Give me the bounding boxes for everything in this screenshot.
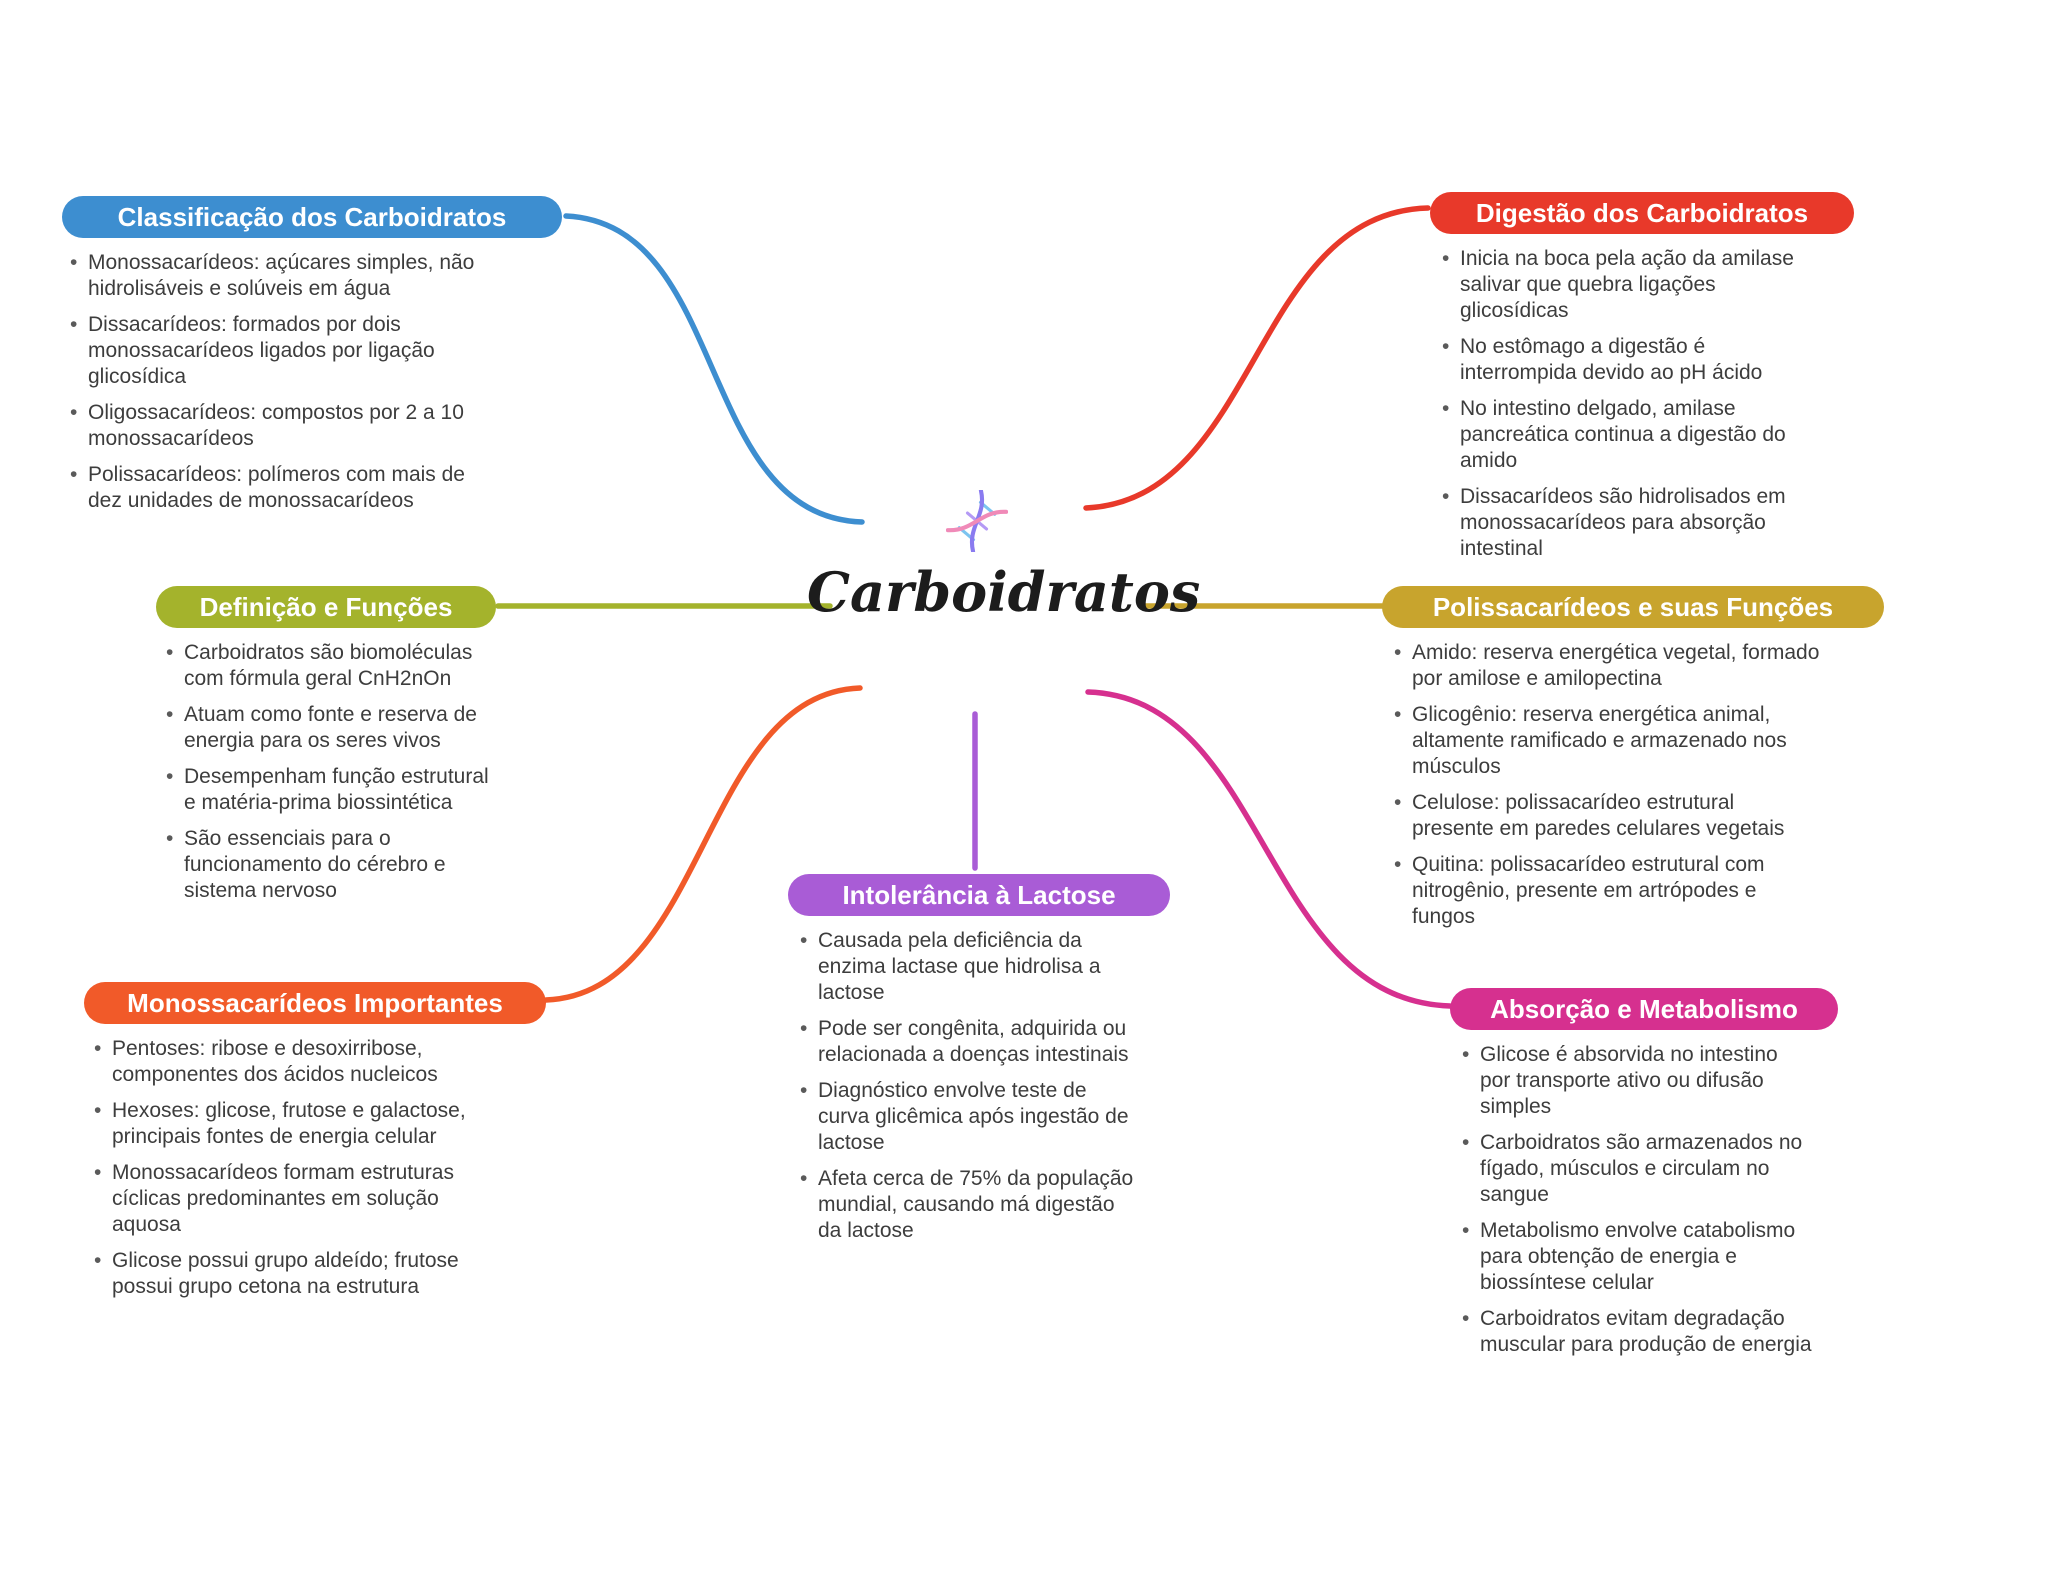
bullet-item: No estômago a digestão é interrompida de…: [1438, 334, 1810, 386]
bullet-item: Desempenham função estrutural e matéria-…: [162, 764, 492, 816]
bullet-item: Diagnóstico envolve teste de curva glicê…: [796, 1078, 1141, 1156]
branch-title-definicao: Definição e Funções: [156, 586, 496, 628]
bullet-item: Celulose: polissacarídeo estrutural pres…: [1390, 790, 1820, 842]
bullet-item: Quitina: polissacarídeo estrutural com n…: [1390, 852, 1820, 930]
branch-title-digestao: Digestão dos Carboidratos: [1430, 192, 1854, 234]
bullet-item: Dissacarídeos: formados por dois monossa…: [66, 312, 496, 390]
central-node: Carboidratos: [807, 488, 1201, 624]
branch-classificacao: Classificação dos Carboidratos Monossaca…: [62, 196, 562, 524]
bullet-item: Glicogênio: reserva energética animal, a…: [1390, 702, 1820, 780]
bullet-item: No intestino delgado, amilase pancreátic…: [1438, 396, 1810, 474]
bullet-item: São essenciais para o funcionamento do c…: [162, 826, 492, 904]
bullet-item: Carboidratos são biomoléculas com fórmul…: [162, 640, 492, 692]
connector-digestao: [1083, 205, 1431, 511]
central-title: Carboidratos: [807, 560, 1201, 624]
bullet-item: Dissacarídeos são hidrolisados em monoss…: [1438, 484, 1810, 562]
bullet-item: Monossacarídeos formam estruturas cíclic…: [90, 1160, 480, 1238]
bullet-item: Polissacarídeos: polímeros com mais de d…: [66, 462, 496, 514]
bullet-item: Pentoses: ribose e desoxirribose, compon…: [90, 1036, 480, 1088]
bullet-item: Metabolismo envolve catabolismo para obt…: [1458, 1218, 1813, 1296]
bullet-item: Oligossacarídeos: compostos por 2 a 10 m…: [66, 400, 496, 452]
bullet-item: Monossacarídeos: açúcares simples, não h…: [66, 250, 496, 302]
branch-intolerancia: Intolerância à Lactose Causada pela defi…: [788, 874, 1173, 1254]
bullet-item: Glicose é absorvida no intestino por tra…: [1458, 1042, 1813, 1120]
bullet-item: Hexoses: glicose, frutose e galactose, p…: [90, 1098, 480, 1150]
bullet-item: Amido: reserva energética vegetal, forma…: [1390, 640, 1820, 692]
bullet-list-definicao: Carboidratos são biomoléculas com fórmul…: [162, 640, 492, 904]
branch-title-absorcao: Absorção e Metabolismo: [1450, 988, 1838, 1030]
bullet-list-classificacao: Monossacarídeos: açúcares simples, não h…: [66, 250, 496, 514]
bullet-list-digestao: Inicia na boca pela ação da amilase sali…: [1438, 246, 1810, 562]
bullet-item: Afeta cerca de 75% da população mundial,…: [796, 1166, 1141, 1244]
bullet-item: Causada pela deficiência da enzima lacta…: [796, 928, 1141, 1006]
bullet-item: Atuam como fonte e reserva de energia pa…: [162, 702, 492, 754]
branch-definicao: Definição e Funções Carboidratos são bio…: [156, 586, 501, 914]
bullet-item: Carboidratos são armazenados no fígado, …: [1458, 1130, 1813, 1208]
connector-classificacao: [563, 213, 865, 525]
branch-digestao: Digestão dos Carboidratos Inicia na boca…: [1430, 192, 1860, 572]
branch-title-classificacao: Classificação dos Carboidratos: [62, 196, 562, 238]
bullet-list-intolerancia: Causada pela deficiência da enzima lacta…: [796, 928, 1141, 1244]
bullet-item: Pode ser congênita, adquirida ou relacio…: [796, 1016, 1141, 1068]
bullet-item: Glicose possui grupo aldeído; frutose po…: [90, 1248, 480, 1300]
bullet-list-monossacarideos: Pentoses: ribose e desoxirribose, compon…: [90, 1036, 480, 1300]
bullet-item: Carboidratos evitam degradação muscular …: [1458, 1306, 1813, 1358]
branch-absorcao: Absorção e Metabolismo Glicose é absorvi…: [1450, 988, 1842, 1368]
branch-polissacarideos: Polissacarídeos e suas Funções Amido: re…: [1382, 586, 1887, 940]
branch-monossacarideos: Monossacarídeos Importantes Pentoses: ri…: [84, 982, 549, 1310]
dna-icon: [807, 488, 1147, 554]
bullet-list-polissacarideos: Amido: reserva energética vegetal, forma…: [1390, 640, 1820, 930]
branch-title-polissacarideos: Polissacarídeos e suas Funções: [1382, 586, 1884, 628]
bullet-list-absorcao: Glicose é absorvida no intestino por tra…: [1458, 1042, 1813, 1358]
bullet-item: Inicia na boca pela ação da amilase sali…: [1438, 246, 1810, 324]
connector-monossacarideos: [543, 685, 863, 1003]
branch-title-intolerancia: Intolerância à Lactose: [788, 874, 1170, 916]
branch-title-monossacarideos: Monossacarídeos Importantes: [84, 982, 546, 1024]
connector-absorcao: [1085, 689, 1453, 1009]
